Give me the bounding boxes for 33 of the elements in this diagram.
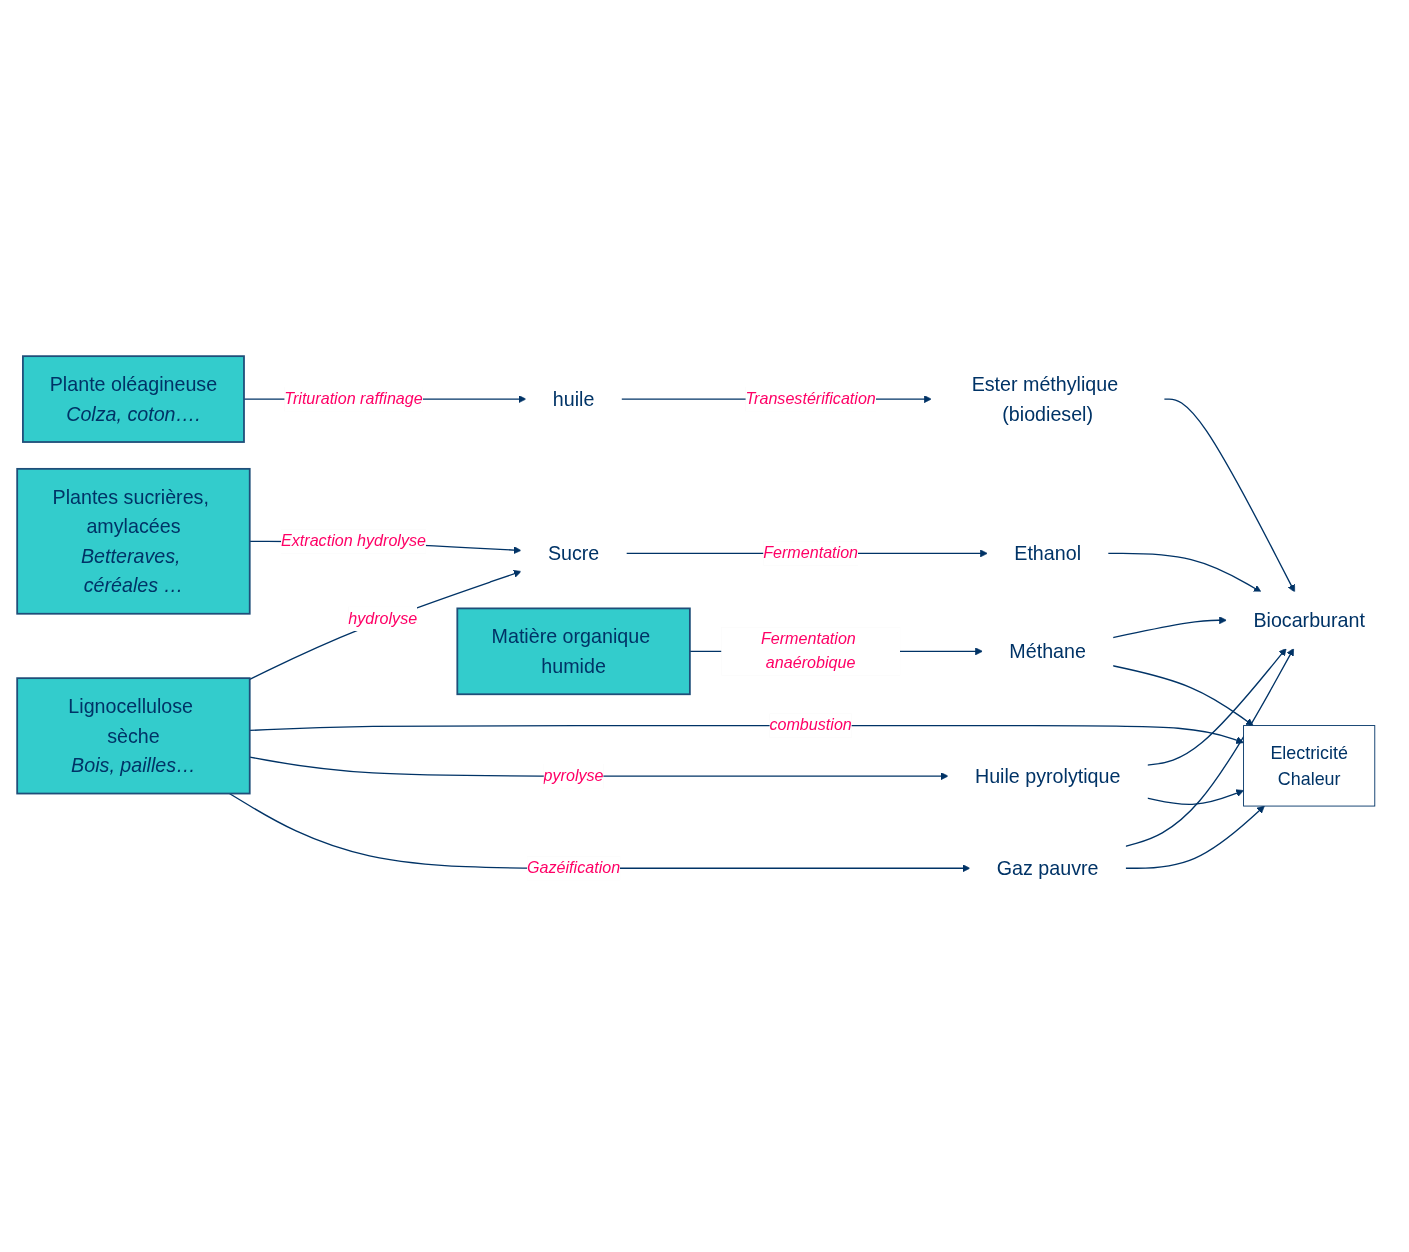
arrow <box>1124 805 1265 869</box>
arrow <box>1124 647 1294 847</box>
arrow <box>1146 647 1287 766</box>
node-text: Ethanol <box>1014 541 1082 565</box>
node-text: Gaz pauvre <box>996 856 1099 880</box>
arrow <box>249 569 522 680</box>
node-box: Matière organique humide <box>456 607 691 695</box>
edge-label: Transestérification <box>745 389 876 408</box>
node-box: Plantes sucrières, amylacées Betteraves, céréales … <box>16 467 251 615</box>
node-text: Huile pyrolytique <box>974 764 1121 787</box>
edge-label: combustion <box>769 715 852 734</box>
arrow <box>249 756 949 780</box>
arrow <box>1146 789 1244 805</box>
node-text: Ester méthylique (biodiesel) <box>971 372 1119 425</box>
edge-label: Trituration raffinage <box>284 389 423 408</box>
arrow <box>1112 664 1254 726</box>
edge-label: Extraction hydrolyse <box>281 531 427 550</box>
arrow <box>1112 616 1227 638</box>
node-box: Plante oléagineuse Colza, coton…. <box>22 354 245 443</box>
node-text: Sucre <box>547 541 600 565</box>
node-text: Biocarburant <box>1253 608 1365 632</box>
edge-label: Fermentation anaérobique <box>760 629 856 672</box>
arrow <box>1107 552 1262 593</box>
edge-label: Fermentation <box>763 543 859 562</box>
edge-label: hydrolyse <box>348 609 418 628</box>
arrow <box>249 724 1244 744</box>
node-text: Méthane <box>1009 639 1086 663</box>
edge-label: Gazéification <box>527 858 621 877</box>
node-text: huile <box>552 387 595 410</box>
node-box: Electricité Chaleur <box>1243 724 1376 807</box>
edge-label: pyrolyse <box>543 766 604 785</box>
node-box: Lignocellulose sèche Bois, pailles… <box>16 677 251 795</box>
arrow <box>1163 398 1296 593</box>
